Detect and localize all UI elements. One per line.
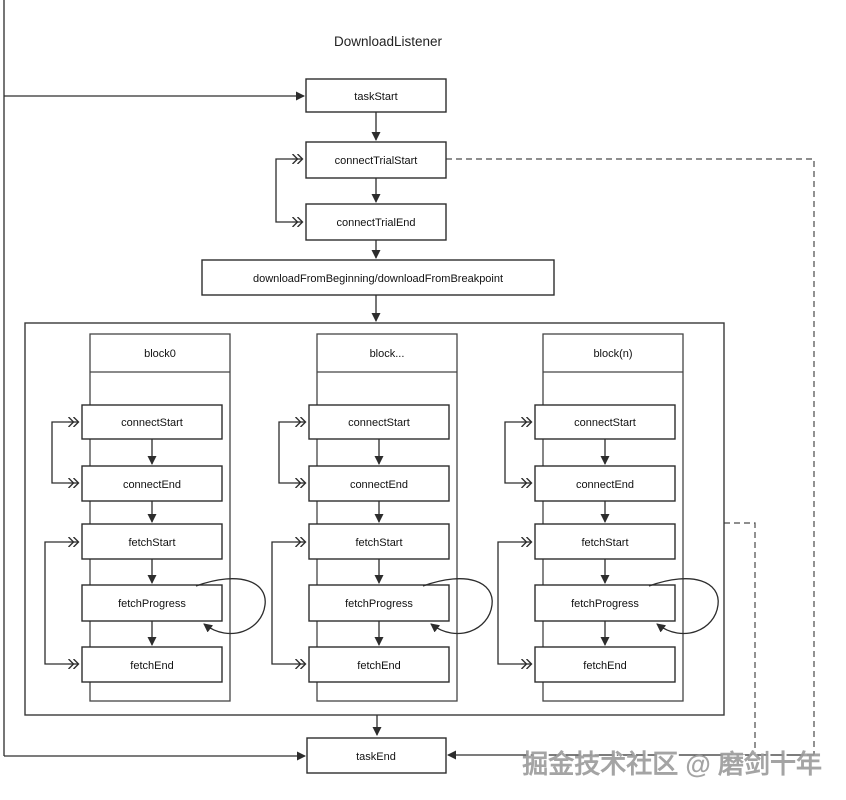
block-2: block(n) connectStart connectEnd fetchSt…: [497, 333, 719, 702]
connect-retry-loop: [278, 421, 305, 484]
block-2-header-label: block(n): [593, 348, 632, 360]
node-fetchend: fetchEnd: [81, 646, 223, 683]
taskend-box: [306, 737, 447, 774]
taskend-label: taskEnd: [356, 751, 396, 763]
connect-retry-bracket: [504, 421, 521, 484]
node-connecttrialend: connectTrialEnd: [305, 203, 447, 241]
connectstart-box: [534, 404, 676, 440]
node-fetchend: fetchEnd: [308, 646, 450, 683]
node-taskstart: taskStart: [305, 78, 447, 113]
connect-retry-loop: [51, 421, 78, 484]
node-fetchstart: fetchStart: [81, 523, 223, 560]
node-connectstart: connectStart: [308, 404, 450, 440]
block-1-lifeline: [316, 333, 458, 702]
node-fetchend: fetchEnd: [534, 646, 676, 683]
connectend-box: [308, 465, 450, 502]
fetchstart-box: [534, 523, 676, 560]
block-0-header-label: block0: [144, 348, 176, 360]
fetchend-box: [308, 646, 450, 683]
node-download-choice: downloadFromBeginning/downloadFromBreakp…: [201, 259, 555, 296]
connecttrialend-label: connectTrialEnd: [336, 217, 415, 229]
block-0-lifeline: [89, 333, 231, 702]
fetch-retry-loop: [497, 541, 531, 665]
fetchend-box: [81, 646, 223, 683]
watermark: 掘金技术社区 @ 磨剑十年 掘金技术社区 @ 磨剑十年: [522, 749, 824, 781]
node-fetchstart: fetchStart: [308, 523, 450, 560]
fetchprogress-label: fetchProgress: [345, 598, 413, 610]
node-connectstart: connectStart: [534, 404, 676, 440]
connecttrialstart-label: connectTrialStart: [335, 155, 418, 167]
fetch-retry-bracket: [497, 541, 521, 665]
connectend-label: connectEnd: [123, 479, 181, 491]
connectstart-label: connectStart: [348, 417, 410, 429]
node-connectstart: connectStart: [81, 404, 223, 440]
retry-bracket-line: [275, 158, 292, 223]
watermark-text: 掘金技术社区 @ 磨剑十年: [522, 749, 822, 779]
fetchprogress-box: [308, 584, 450, 622]
fetchend-label: fetchEnd: [357, 660, 400, 672]
fetchstart-box: [308, 523, 450, 560]
download-choice-label: downloadFromBeginning/downloadFromBreakp…: [253, 273, 503, 285]
fetchend-box: [534, 646, 676, 683]
node-taskend: taskEnd: [306, 737, 447, 774]
taskstart-box: [305, 78, 447, 113]
connectend-box: [534, 465, 676, 502]
fetchprogress-self-loop: [195, 578, 266, 635]
node-fetchprogress: fetchProgress: [534, 584, 676, 622]
connect-trial-retry-loop: [275, 158, 302, 223]
fetch-retry-bracket: [44, 541, 68, 665]
fetch-retry-loop: [271, 541, 305, 665]
connectstart-label: connectStart: [121, 417, 183, 429]
taskstart-label: taskStart: [354, 91, 397, 103]
node-connectend: connectEnd: [308, 465, 450, 502]
connectend-box: [81, 465, 223, 502]
block-0: block0 connectStart connectEnd fetchStar…: [44, 333, 266, 702]
connectstart-label: connectStart: [574, 417, 636, 429]
blocks-container: [24, 322, 725, 716]
node-connecttrialstart: connectTrialStart: [305, 141, 447, 179]
fetchprogress-box: [534, 584, 676, 622]
connect-retry-bracket: [51, 421, 68, 484]
connectstart-box: [81, 404, 223, 440]
fetchstart-box: [81, 523, 223, 560]
fetchstart-label: fetchStart: [355, 537, 402, 549]
connecttrialstart-box: [305, 141, 447, 179]
block-1-header-label: block...: [370, 348, 405, 360]
connectstart-box: [308, 404, 450, 440]
dashed-path-blocks-to-taskend: [724, 522, 756, 755]
connectend-label: connectEnd: [350, 479, 408, 491]
node-fetchstart: fetchStart: [534, 523, 676, 560]
fetchprogress-self-loop: [648, 578, 719, 635]
node-connectend: connectEnd: [81, 465, 223, 502]
download-choice-box: [201, 259, 555, 296]
node-fetchprogress: fetchProgress: [308, 584, 450, 622]
node-connectend: connectEnd: [534, 465, 676, 502]
connectend-label: connectEnd: [576, 479, 634, 491]
connect-retry-loop: [504, 421, 531, 484]
page-title: DownloadListener: [334, 34, 443, 49]
fetchstart-label: fetchStart: [128, 537, 175, 549]
fetchprogress-label: fetchProgress: [118, 598, 186, 610]
fetchstart-label: fetchStart: [581, 537, 628, 549]
fetchend-label: fetchEnd: [583, 660, 626, 672]
fetch-retry-bracket: [271, 541, 295, 665]
node-fetchprogress: fetchProgress: [81, 584, 223, 622]
connect-retry-bracket: [278, 421, 295, 484]
fetchprogress-self-loop: [422, 578, 493, 635]
dashed-path-connecttrialstart-to-taskend: [446, 158, 815, 755]
fetchprogress-label: fetchProgress: [571, 598, 639, 610]
block-1: block... connectStart connectEnd fetchSt…: [271, 333, 493, 702]
fetchprogress-box: [81, 584, 223, 622]
connecttrialend-box: [305, 203, 447, 241]
fetchend-label: fetchEnd: [130, 660, 173, 672]
block-2-lifeline: [542, 333, 684, 702]
watermark-highlight-text: 掘金技术社区 @ 磨剑十年: [524, 751, 824, 781]
fetch-retry-loop: [44, 541, 78, 665]
